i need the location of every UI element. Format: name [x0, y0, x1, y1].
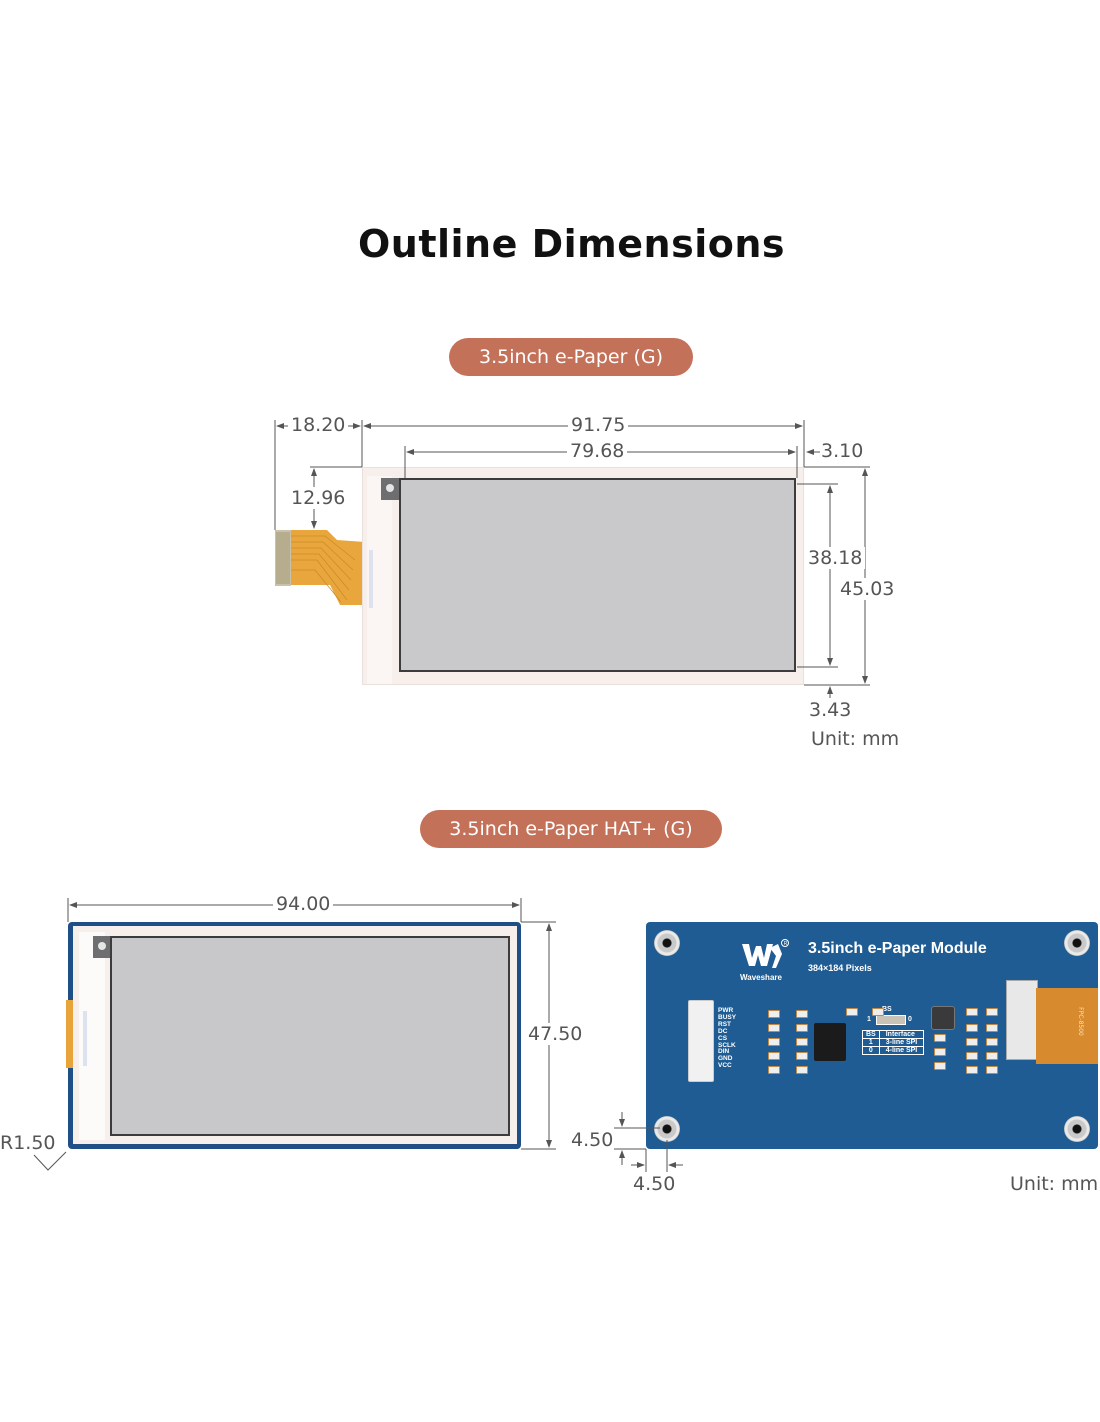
dim-corner-radius: R1.50 — [0, 1132, 56, 1154]
active-area — [110, 936, 510, 1136]
smd-component — [966, 1008, 978, 1016]
dim-active-height: 38.18 — [805, 547, 866, 569]
dim-board-width: 94.00 — [273, 893, 334, 915]
pcb-model: 3.5inch e-Paper Module — [808, 940, 987, 957]
table-header: Interface — [878, 1030, 925, 1039]
dim-fpc-length: 18.20 — [288, 414, 349, 436]
pin-label-sclk: SCLK — [718, 1041, 736, 1049]
smd-component — [872, 1008, 884, 1016]
smd-component — [768, 1010, 780, 1018]
bs-jumper — [876, 1015, 906, 1025]
waveshare-logo-icon: R — [740, 938, 790, 970]
smd-component — [796, 1038, 808, 1046]
corner-mark — [93, 936, 113, 958]
smd-component — [934, 1034, 946, 1042]
pcb-resolution: 384×184 Pixels — [808, 963, 872, 973]
dim-right-margin: 3.10 — [821, 440, 864, 462]
corner-mark — [381, 478, 401, 500]
smd-component — [796, 1010, 808, 1018]
bs-jumper-left: 1 — [867, 1016, 871, 1023]
page-title: Outline Dimensions — [357, 222, 786, 266]
dim-outline-height: 45.03 — [837, 578, 898, 600]
fpc-edge — [66, 1000, 74, 1068]
pin-label-din: DIN — [718, 1048, 730, 1056]
smd-component — [768, 1038, 780, 1046]
gpio-connector — [688, 1000, 714, 1082]
table-header: BS — [862, 1030, 880, 1039]
unit-label: Unit: mm — [811, 728, 900, 750]
mounting-hole-bl — [654, 1116, 680, 1142]
hat-back-pcb: R Waveshare 3.5inch e-Paper Module 384×1… — [646, 922, 1098, 1149]
pcb-brand: Waveshare — [740, 973, 782, 982]
pin-label-vcc: VCC — [718, 1062, 732, 1070]
svg-text:R: R — [784, 941, 788, 947]
bs-jumper-label: BS — [882, 1006, 892, 1013]
ic-chip — [814, 1023, 846, 1061]
mounting-hole-tl — [654, 930, 680, 956]
mounting-hole-br — [1064, 1116, 1090, 1142]
pin-label-busy: BUSY — [718, 1013, 737, 1021]
pin-label-pwr: PWR — [718, 1007, 734, 1014]
pin-label-dc: DC — [718, 1027, 728, 1035]
smd-component — [934, 1048, 946, 1056]
interface-table: BS Interface 1 3-line SPI 0 4-line SPI — [862, 1030, 925, 1055]
hat-front-panel — [73, 926, 517, 1144]
smd-component — [966, 1066, 978, 1074]
smd-component — [934, 1062, 946, 1070]
panel-marker — [83, 1011, 87, 1066]
table-row: 0 4-line SPI — [862, 1046, 925, 1055]
smd-component — [986, 1024, 998, 1032]
fpc-label: FPC-8500 — [1076, 1007, 1084, 1036]
smd-component — [768, 1052, 780, 1060]
inductor — [931, 1006, 955, 1030]
bs-jumper-right: 0 — [908, 1016, 912, 1023]
smd-component — [796, 1024, 808, 1032]
mounting-hole-tr — [1064, 930, 1090, 956]
dim-board-height: 47.50 — [525, 1023, 586, 1045]
fpc-cable: FPC-8500 — [1036, 988, 1098, 1064]
pin-label-rst: RST — [718, 1020, 731, 1028]
fpc-connector — [1006, 980, 1038, 1060]
smd-component — [966, 1038, 978, 1046]
dim-outline-width: 91.75 — [568, 414, 629, 436]
smd-component — [846, 1008, 858, 1016]
smd-component — [768, 1066, 780, 1074]
unit-label: Unit: mm — [1010, 1173, 1099, 1195]
smd-component — [966, 1052, 978, 1060]
smd-component — [986, 1066, 998, 1074]
pin-label-cs: CS — [718, 1034, 728, 1042]
smd-component — [966, 1024, 978, 1032]
dim-active-width: 79.68 — [567, 440, 628, 462]
dim-fpc-offset: 12.96 — [288, 487, 349, 509]
fpc-cable — [275, 530, 365, 605]
section-label-hat: 3.5inch e-Paper HAT+ (G) — [420, 810, 722, 848]
smd-component — [986, 1038, 998, 1046]
dim-hole-offset-y: 4.50 — [571, 1129, 614, 1151]
dim-bottom-margin: 3.43 — [809, 699, 852, 721]
smd-component — [768, 1024, 780, 1032]
hat-front-board — [66, 922, 521, 1149]
epaper-panel — [362, 467, 804, 685]
table-row: 1 3-line SPI — [862, 1038, 925, 1047]
smd-component — [986, 1052, 998, 1060]
pin-label-gnd: GND — [718, 1055, 733, 1063]
section-label-epaper: 3.5inch e-Paper (G) — [449, 338, 693, 376]
smd-component — [796, 1066, 808, 1074]
smd-component — [796, 1052, 808, 1060]
active-area — [399, 478, 796, 672]
dim-hole-offset-x: 4.50 — [633, 1173, 676, 1195]
smd-component — [986, 1008, 998, 1016]
panel-marker — [369, 550, 373, 608]
